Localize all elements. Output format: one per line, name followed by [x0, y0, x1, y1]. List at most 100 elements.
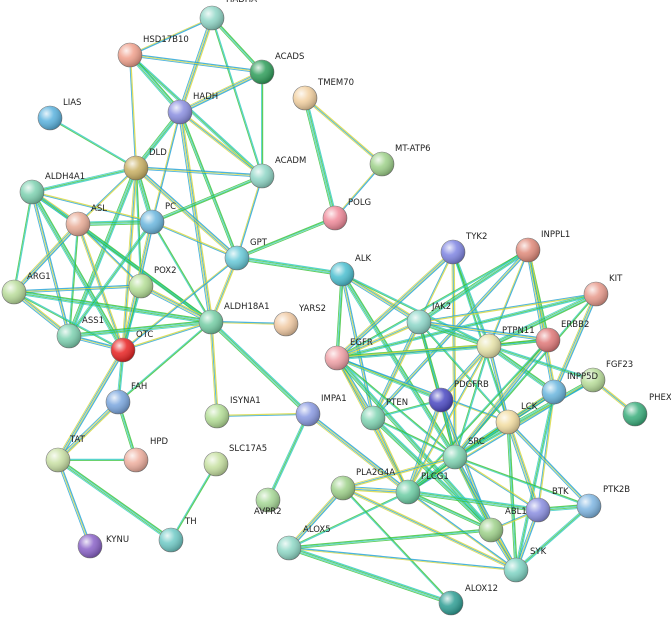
node-impa1[interactable]: IMPA1 — [295, 394, 347, 427]
node-label: PTK2B — [603, 485, 630, 495]
node-ptpn11[interactable]: PTPN11 — [476, 326, 535, 359]
node-egfr-shine — [325, 346, 349, 370]
edge-pc-ass1 — [67, 221, 154, 338]
node-dld[interactable]: DLD — [123, 148, 167, 181]
node-hadh-shine — [168, 100, 192, 124]
node-plcg1[interactable]: PLCG1 — [395, 472, 449, 505]
edge-pten-plcg1 — [371, 417, 410, 493]
edge-gpt-polg — [236, 216, 336, 260]
node-pdgfrb[interactable]: PDGFRB — [428, 380, 489, 413]
node-fgf23[interactable]: FGF23 — [580, 360, 633, 393]
node-gpt[interactable]: GPT — [224, 238, 268, 271]
node-lias-shine — [38, 106, 62, 130]
edge-fah-tat — [56, 400, 120, 462]
node-hpd[interactable]: HPD — [123, 437, 169, 473]
edge-impa1-plcg1 — [306, 412, 410, 494]
node-hsd17b10[interactable]: HSD17B10 — [117, 35, 189, 68]
node-avpr2[interactable]: AVPR2 — [254, 487, 282, 517]
edge-acads-acadm — [261, 72, 264, 176]
node-tyk2[interactable]: TYK2 — [440, 232, 487, 265]
node-abl1[interactable]: ABL1 — [478, 507, 527, 543]
node-ptk2b[interactable]: PTK2B — [576, 485, 630, 519]
node-otc[interactable]: OTC — [110, 330, 153, 363]
node-mt-atp6[interactable]: MT-ATP6 — [369, 144, 431, 177]
node-label: AVPR2 — [254, 507, 282, 517]
node-isyna1[interactable]: ISYNA1 — [204, 396, 261, 429]
node-alox12[interactable]: ALOX12 — [438, 584, 498, 616]
node-acads[interactable]: ACADS — [249, 52, 304, 85]
edge-egfr-lck — [336, 356, 509, 423]
node-src[interactable]: SRC — [442, 437, 485, 470]
node-dld-shine — [124, 156, 148, 180]
node-btk[interactable]: BTK — [525, 487, 569, 523]
node-arg1[interactable]: ARG1 — [1, 272, 51, 305]
node-jak2[interactable]: JAK2 — [406, 302, 451, 335]
node-ass1[interactable]: ASS1 — [56, 316, 104, 349]
edge-slc17a5-th — [170, 463, 218, 541]
node-th[interactable]: TH — [158, 517, 197, 553]
node-polg[interactable]: POLG — [322, 198, 371, 231]
node-phex[interactable]: PHEX — [622, 393, 671, 427]
node-aldh18a1[interactable]: ALDH18A1 — [198, 302, 270, 335]
node-label: ASS1 — [82, 316, 104, 326]
node-label: PLCG1 — [421, 472, 449, 482]
node-alk[interactable]: ALK — [329, 254, 372, 287]
node-lck[interactable]: LCK — [495, 402, 538, 435]
node-label: PDGFRB — [454, 380, 489, 390]
edge-dld-gpt — [134, 166, 239, 260]
node-label: TAT — [69, 435, 86, 445]
node-lias[interactable]: LIAS — [37, 98, 81, 131]
node-lck-shine — [496, 410, 520, 434]
node-label: ALDH18A1 — [224, 302, 270, 312]
node-egfr[interactable]: EGFR — [324, 338, 373, 371]
node-plcg1-shine — [396, 480, 420, 504]
node-pox2[interactable]: POX2 — [128, 266, 177, 299]
edge-pla2g4a-alox12 — [342, 487, 452, 604]
node-alox5[interactable]: ALOX5 — [276, 525, 331, 561]
node-pla2g4a[interactable]: PLA2G4A — [330, 468, 395, 501]
node-label: HADHA — [226, 0, 257, 5]
node-aldh4a1[interactable]: ALDH4A1 — [19, 172, 85, 205]
node-label: KIT — [609, 274, 623, 284]
edge-jak2-pdgfrb — [417, 321, 443, 401]
node-inppl1-shine — [516, 238, 540, 262]
edge-tyk2-egfr — [335, 250, 455, 360]
node-label: TYK2 — [465, 232, 487, 242]
node-acads-shine — [250, 60, 274, 84]
node-erbb2[interactable]: ERBB2 — [535, 320, 589, 353]
node-pten[interactable]: PTEN — [360, 398, 408, 431]
edge-src-pla2g4a — [342, 455, 456, 490]
node-syk[interactable]: SYK — [503, 547, 547, 583]
node-inpp5d[interactable]: INPP5D — [541, 372, 599, 405]
node-fah[interactable]: FAH — [105, 382, 147, 415]
edge-acadm-pc — [151, 174, 263, 224]
edge-pdgfrb-plcg1 — [406, 399, 444, 493]
node-slc17a5[interactable]: SLC17A5 — [203, 444, 267, 477]
edge-plcg1-abl1 — [407, 490, 492, 532]
node-phex-shine — [623, 402, 647, 426]
node-tmem70[interactable]: TMEM70 — [292, 78, 354, 111]
edge-erbb2-plcg1 — [407, 339, 549, 493]
node-hadh[interactable]: HADH — [167, 92, 218, 125]
node-yars2[interactable]: YARS2 — [273, 304, 326, 337]
node-tat[interactable]: TAT — [45, 435, 86, 473]
node-hadha[interactable]: HADHA — [199, 0, 257, 31]
edge-dld-aldh4a1 — [31, 166, 137, 194]
node-kit[interactable]: KIT — [583, 274, 623, 307]
node-label: ACADS — [275, 52, 304, 62]
edge-asl-aldh18a1 — [77, 222, 213, 324]
node-kynu[interactable]: KYNU — [77, 533, 129, 559]
edge-arg1-aldh18a1 — [13, 289, 212, 325]
node-label: POX2 — [154, 266, 177, 276]
node-label: JAK2 — [431, 302, 451, 312]
edge-hadh-pc — [151, 111, 182, 223]
node-acadm[interactable]: ACADM — [249, 156, 306, 189]
edge-tat-kynu — [56, 459, 92, 547]
node-inppl1[interactable]: INPPL1 — [515, 230, 570, 263]
edge-hadha-hsd17b10 — [129, 17, 213, 57]
node-pc[interactable]: PC — [139, 202, 176, 235]
node-th-shine — [159, 528, 183, 552]
node-asl[interactable]: ASL — [65, 204, 107, 237]
edge-acadm-gpt — [236, 175, 264, 259]
